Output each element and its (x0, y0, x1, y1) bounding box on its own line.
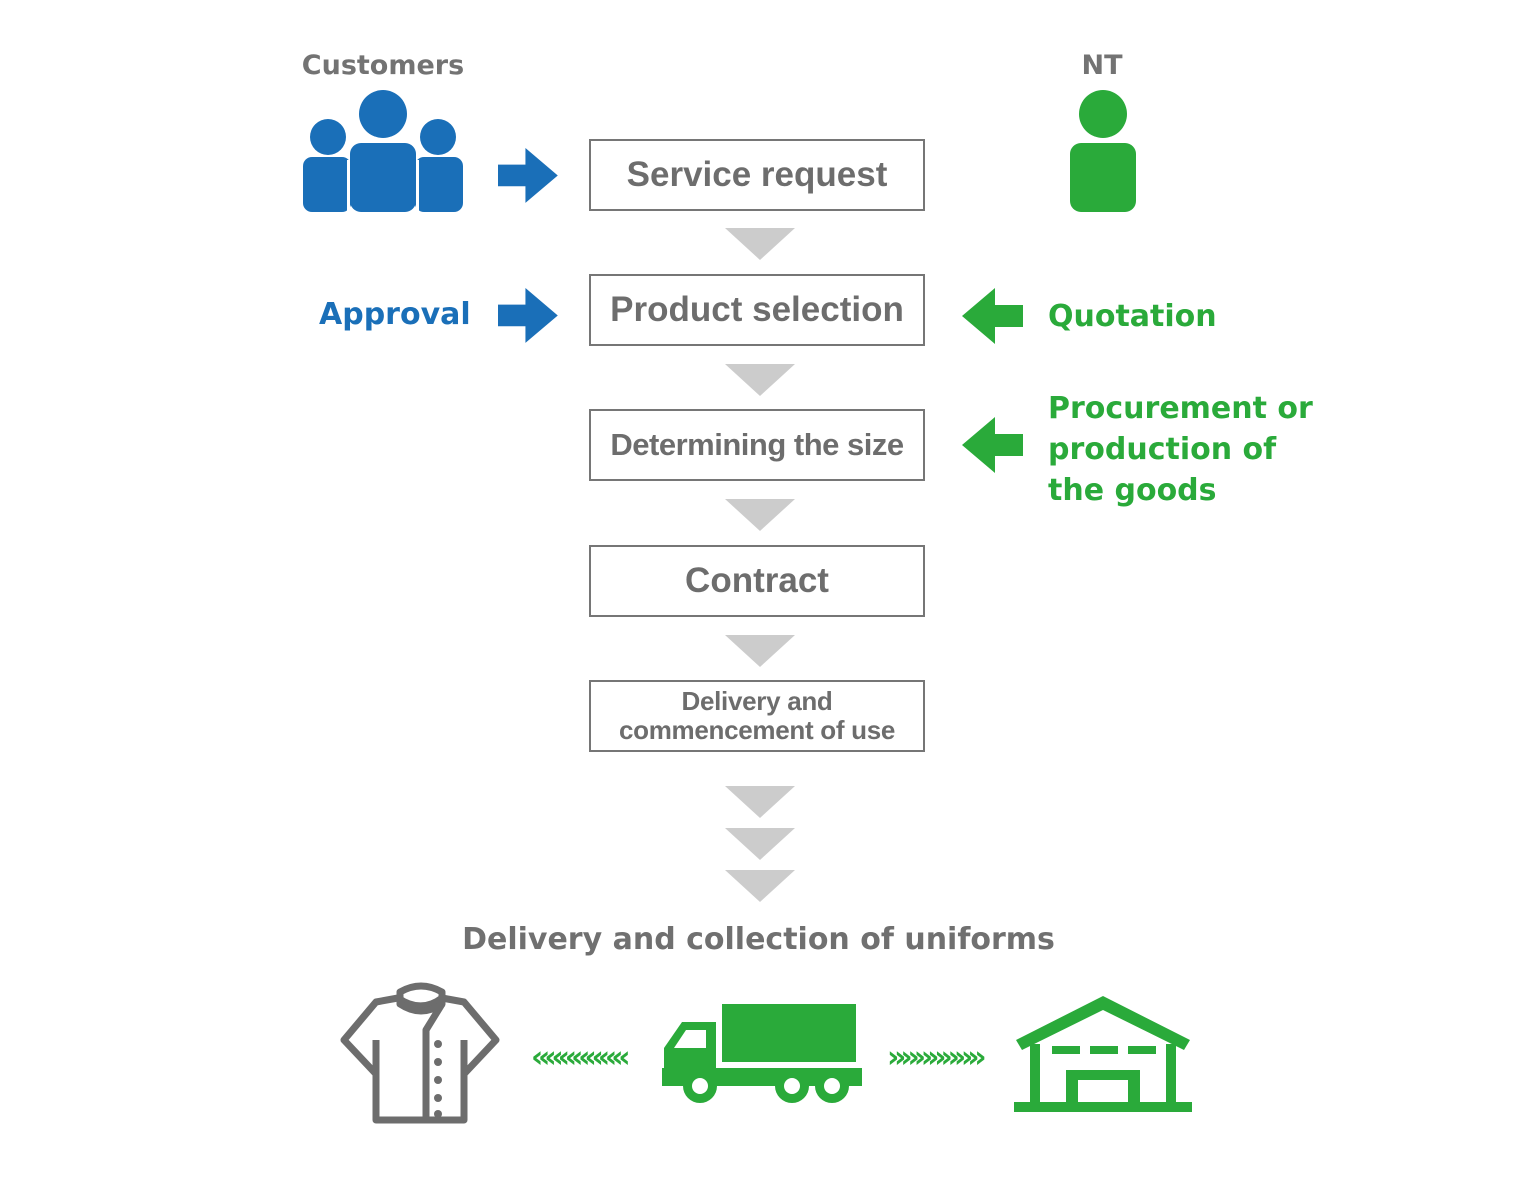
approval-label: Approval (319, 297, 471, 332)
step-delivery-commencement: Delivery and commencement of use (589, 680, 925, 752)
procurement-label: Procurement or production of the goods (1048, 388, 1313, 511)
quotation-label: Quotation (1048, 299, 1217, 334)
step-product-selection: Product selection (589, 274, 925, 346)
warehouse-icon (1014, 996, 1192, 1112)
truck-icon (662, 1004, 862, 1103)
procurement-line-3: the goods (1048, 473, 1217, 508)
down-arrow-icon (725, 786, 795, 818)
down-arrow-icon (725, 364, 795, 396)
step-service-request: Service request (589, 139, 925, 211)
uniform-jacket-icon (340, 982, 500, 1124)
step-delivery-line-2: commencement of use (618, 715, 896, 745)
down-arrow-icon (725, 828, 795, 860)
customers-label: Customers (301, 50, 465, 81)
down-arrow-icon (725, 228, 795, 260)
down-arrow-icon (725, 870, 795, 902)
step-contract: Contract (589, 545, 925, 617)
arrow-left-icon (962, 288, 1023, 344)
right-chevrons: »»»»»»» (887, 1040, 987, 1075)
arrow-right-icon (498, 148, 558, 203)
left-chevrons: ««««««« (531, 1040, 631, 1075)
person-icon (1070, 90, 1136, 212)
bottom-title: Delivery and collection of uniforms (462, 922, 1055, 957)
step-determining-size: Determining the size (589, 409, 925, 481)
step-delivery-line-1: Delivery and (681, 686, 833, 716)
people-group-icon (303, 90, 463, 212)
down-arrow-icon (725, 635, 795, 667)
down-arrow-icon (725, 499, 795, 531)
arrow-left-icon (962, 417, 1023, 473)
procurement-line-1: Procurement or (1048, 391, 1313, 426)
procurement-line-2: production of (1048, 432, 1277, 467)
arrow-right-icon (498, 288, 558, 343)
nt-label: NT (1081, 50, 1123, 81)
